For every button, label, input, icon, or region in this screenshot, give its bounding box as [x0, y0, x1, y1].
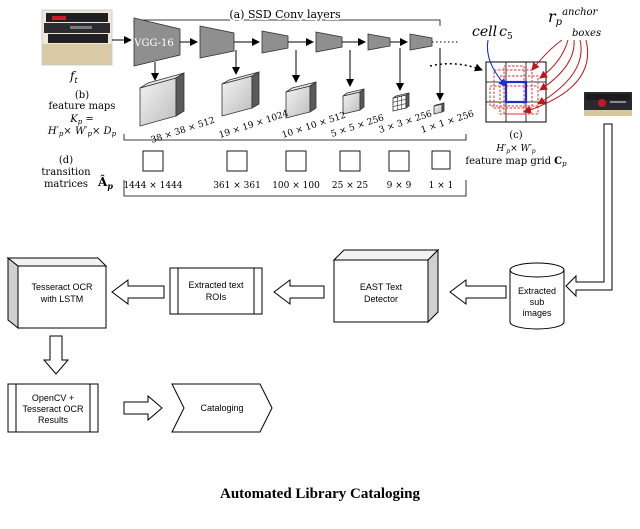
svg-text:(d): (d) [59, 155, 73, 166]
svg-text:sub: sub [530, 297, 545, 307]
matrix-label-361: 361 × 361 [213, 181, 261, 191]
svg-text:Detector: Detector [364, 294, 398, 304]
diagram-caption: Automated Library Cataloging [220, 486, 420, 502]
matrix-labels: 1444 × 1444 361 × 361 100 × 100 25 × 25 … [123, 181, 453, 191]
svg-text:Results: Results [38, 415, 69, 425]
matrix-9 [388, 150, 410, 172]
conv-layer-3 [261, 30, 289, 54]
subimages-to-east-arrow [449, 279, 507, 305]
fm-to-grid-dotted-arrow [429, 63, 483, 72]
results-to-cataloging-arrow [123, 394, 163, 422]
rois-label: Extracted text ROIs [188, 280, 244, 302]
matrix-label-9: 9 × 9 [387, 181, 412, 191]
conv-layer-2 [199, 25, 235, 59]
svg-text:transition: transition [41, 167, 91, 178]
svg-text:feature maps: feature maps [49, 101, 116, 112]
matrix-bracket [123, 180, 467, 197]
feature-maps-label: (b) feature maps Kp = H′p× W′p× Dp [47, 90, 117, 138]
anchor-sub: boxes [572, 28, 601, 39]
feature-map-10 [285, 81, 317, 119]
feature-map-grid [485, 61, 547, 123]
svg-text:(b): (b) [75, 90, 89, 101]
feature-bracket [123, 134, 467, 141]
feature-map-1 [433, 102, 445, 115]
svg-text:OpenCV +: OpenCV + [32, 393, 74, 403]
transition-symbol: Âp [97, 174, 113, 191]
image-to-subimages-arrow [565, 123, 613, 298]
svg-text:ROIs: ROIs [206, 292, 227, 302]
conv-layer-4 [315, 31, 343, 53]
matrix-label-1444: 1444 × 1444 [123, 181, 182, 191]
vgg16-block [133, 17, 181, 67]
svg-text:Extracted text: Extracted text [188, 280, 244, 290]
subimages-cylinder [509, 262, 565, 330]
conv-layer-6 [409, 33, 433, 51]
feature-eq-line1: Kp = [69, 114, 94, 126]
vgg-label: VGG-16 [133, 38, 174, 49]
output-book-image [584, 92, 632, 116]
rois-to-tesseract-arrow [111, 279, 165, 305]
subimages-label: Extracted sub images [518, 286, 556, 318]
conv-layers-title: (a) SSD Conv layers [229, 8, 341, 21]
conv-layer-5 [367, 33, 391, 51]
tesseract-label: Tesseract OCR with LSTM [31, 282, 93, 304]
svg-text:matrices: matrices [44, 179, 88, 190]
svg-text:images: images [522, 308, 552, 318]
matrix-1 [431, 150, 451, 170]
svg-text:Extracted: Extracted [518, 286, 556, 296]
input-frame-image [41, 9, 113, 66]
selected-cell [504, 80, 528, 104]
grid-dims: H′p× W′p [495, 144, 535, 155]
feature-down-arrows [151, 48, 444, 101]
cell-arrow [486, 39, 507, 87]
results-label: OpenCV + Tesseract OCR Results [22, 393, 84, 425]
feature-maps [139, 71, 445, 127]
matrix-100 [285, 150, 307, 172]
cataloging-label: Cataloging [200, 403, 243, 413]
transition-label: (d) transition matrices [41, 155, 91, 190]
matrix-label-25: 25 × 25 [332, 181, 368, 191]
tesseract-box [6, 256, 108, 330]
transition-matrices [142, 150, 451, 172]
matrix-25 [339, 150, 361, 172]
matrix-label-100: 100 × 100 [272, 181, 320, 191]
svg-text:Tesseract OCR: Tesseract OCR [31, 282, 93, 292]
east-label: EAST Text Detector [360, 282, 403, 304]
tesseract-to-results-arrow [42, 335, 70, 375]
frame-label: ft [69, 69, 78, 85]
east-detector-box [332, 248, 440, 324]
east-to-rois-arrow [273, 279, 325, 305]
feature-map-38 [139, 72, 185, 127]
feature-eq-line2: H′p× W′p× Dp [47, 126, 117, 138]
matrix-label-1: 1 × 1 [429, 181, 454, 191]
svg-text:with LSTM: with LSTM [40, 294, 84, 304]
grid-caption: (c) [509, 130, 523, 141]
matrix-1444 [142, 150, 164, 172]
feature-map-3 [392, 92, 410, 112]
svg-text:Tesseract OCR: Tesseract OCR [22, 404, 84, 414]
svg-text:EAST Text: EAST Text [360, 282, 403, 292]
conv-layers [133, 17, 433, 67]
feature-map-5 [342, 88, 365, 115]
matrix-361 [226, 150, 248, 172]
feature-map-19 [221, 71, 260, 117]
anchor-arrows [523, 39, 589, 114]
rois-box [169, 267, 263, 315]
anchor-label: rpanchor [548, 7, 599, 28]
cataloging-shape [171, 383, 273, 433]
results-box [7, 383, 99, 433]
